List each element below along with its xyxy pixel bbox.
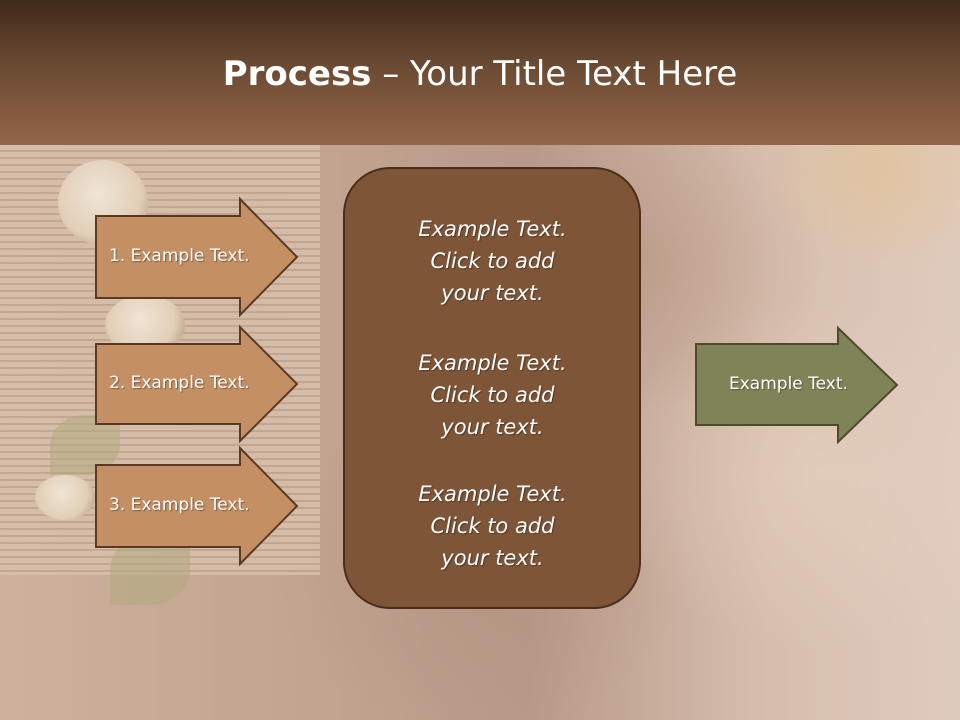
step-arrow-2[interactable]: [95, 324, 299, 444]
center-line: Click to add: [430, 514, 555, 538]
slide-title[interactable]: Process – Your Title Text Here: [0, 54, 960, 94]
center-line: your text.: [441, 546, 544, 570]
center-text-block-2: Example Text. Click to add your text.: [345, 347, 640, 443]
title-rest: – Your Title Text Here: [371, 54, 738, 94]
center-line: your text.: [441, 281, 544, 305]
center-box[interactable]: [343, 167, 641, 609]
title-bold: Process: [222, 54, 372, 94]
step-arrow-3[interactable]: [95, 445, 299, 567]
step-label-2: 2. Example Text.: [109, 373, 250, 393]
step-label-3: 3. Example Text.: [109, 495, 250, 515]
center-line: Example Text.: [418, 482, 567, 506]
output-label: Example Text.: [729, 374, 848, 394]
center-text-block-1: Example Text. Click to add your text.: [345, 213, 640, 309]
center-text-block-3: Example Text. Click to add your text.: [345, 478, 640, 574]
step-label-1: 1. Example Text.: [109, 246, 250, 266]
hair-shape: [760, 145, 960, 275]
center-line: Example Text.: [418, 351, 567, 375]
output-arrow[interactable]: [695, 325, 899, 445]
center-line: Click to add: [430, 249, 555, 273]
center-line: your text.: [441, 415, 544, 439]
title-bar: [0, 0, 960, 145]
center-line: Example Text.: [418, 217, 567, 241]
step-arrow-1[interactable]: [95, 196, 299, 318]
center-line: Click to add: [430, 383, 555, 407]
shell-icon: [35, 475, 95, 520]
